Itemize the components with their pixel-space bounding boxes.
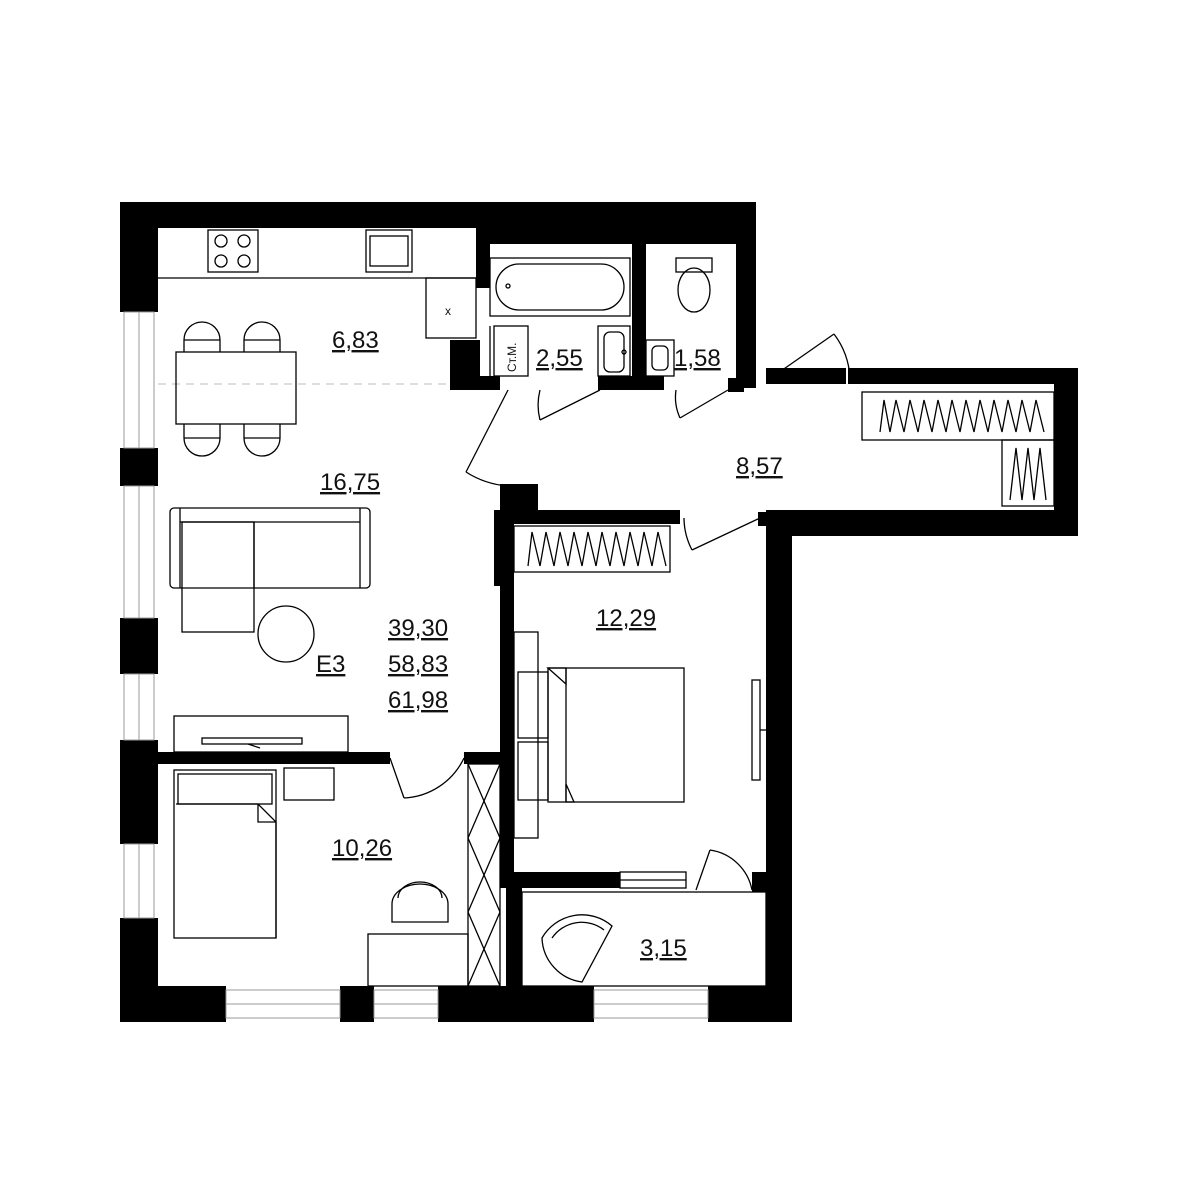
dining-set [175,321,297,457]
unit-code: Е3 [316,651,345,678]
living-area-total: 39,30 [388,615,448,642]
bedroom-furniture [513,525,768,839]
washing-machine-label: Ст.М. [505,343,519,373]
total-area: 58,83 [388,651,448,678]
children-room-furniture [173,763,501,987]
doors [389,333,851,891]
hall-area: 8,57 [736,453,783,480]
room-labels: 6,83 2,55 1,58 8,57 16,75 12,29 10,26 3,… [320,327,783,962]
tv-stand [173,715,349,753]
living-area: 16,75 [320,469,380,496]
hood-mark: x [445,304,451,318]
hall-wardrobe [861,391,1055,507]
balcony-area: 3,15 [640,935,687,962]
bedroom-area: 12,29 [596,605,656,632]
bath-fixtures [489,257,713,377]
children-room-area: 10,26 [332,835,392,862]
bath-area: 2,55 [536,345,583,372]
wc-area: 1,58 [674,345,721,372]
kitchen-furniture: x [158,229,477,385]
coffee-table [257,605,315,663]
balcony [521,891,767,987]
apartment-summary: 39,30 58,83 61,98 Е3 [316,615,448,714]
kitchen-area: 6,83 [332,327,379,354]
windows [123,311,709,1019]
sofa [169,507,371,633]
walls [120,202,1078,1022]
total-area-with-balcony: 61,98 [388,687,448,714]
